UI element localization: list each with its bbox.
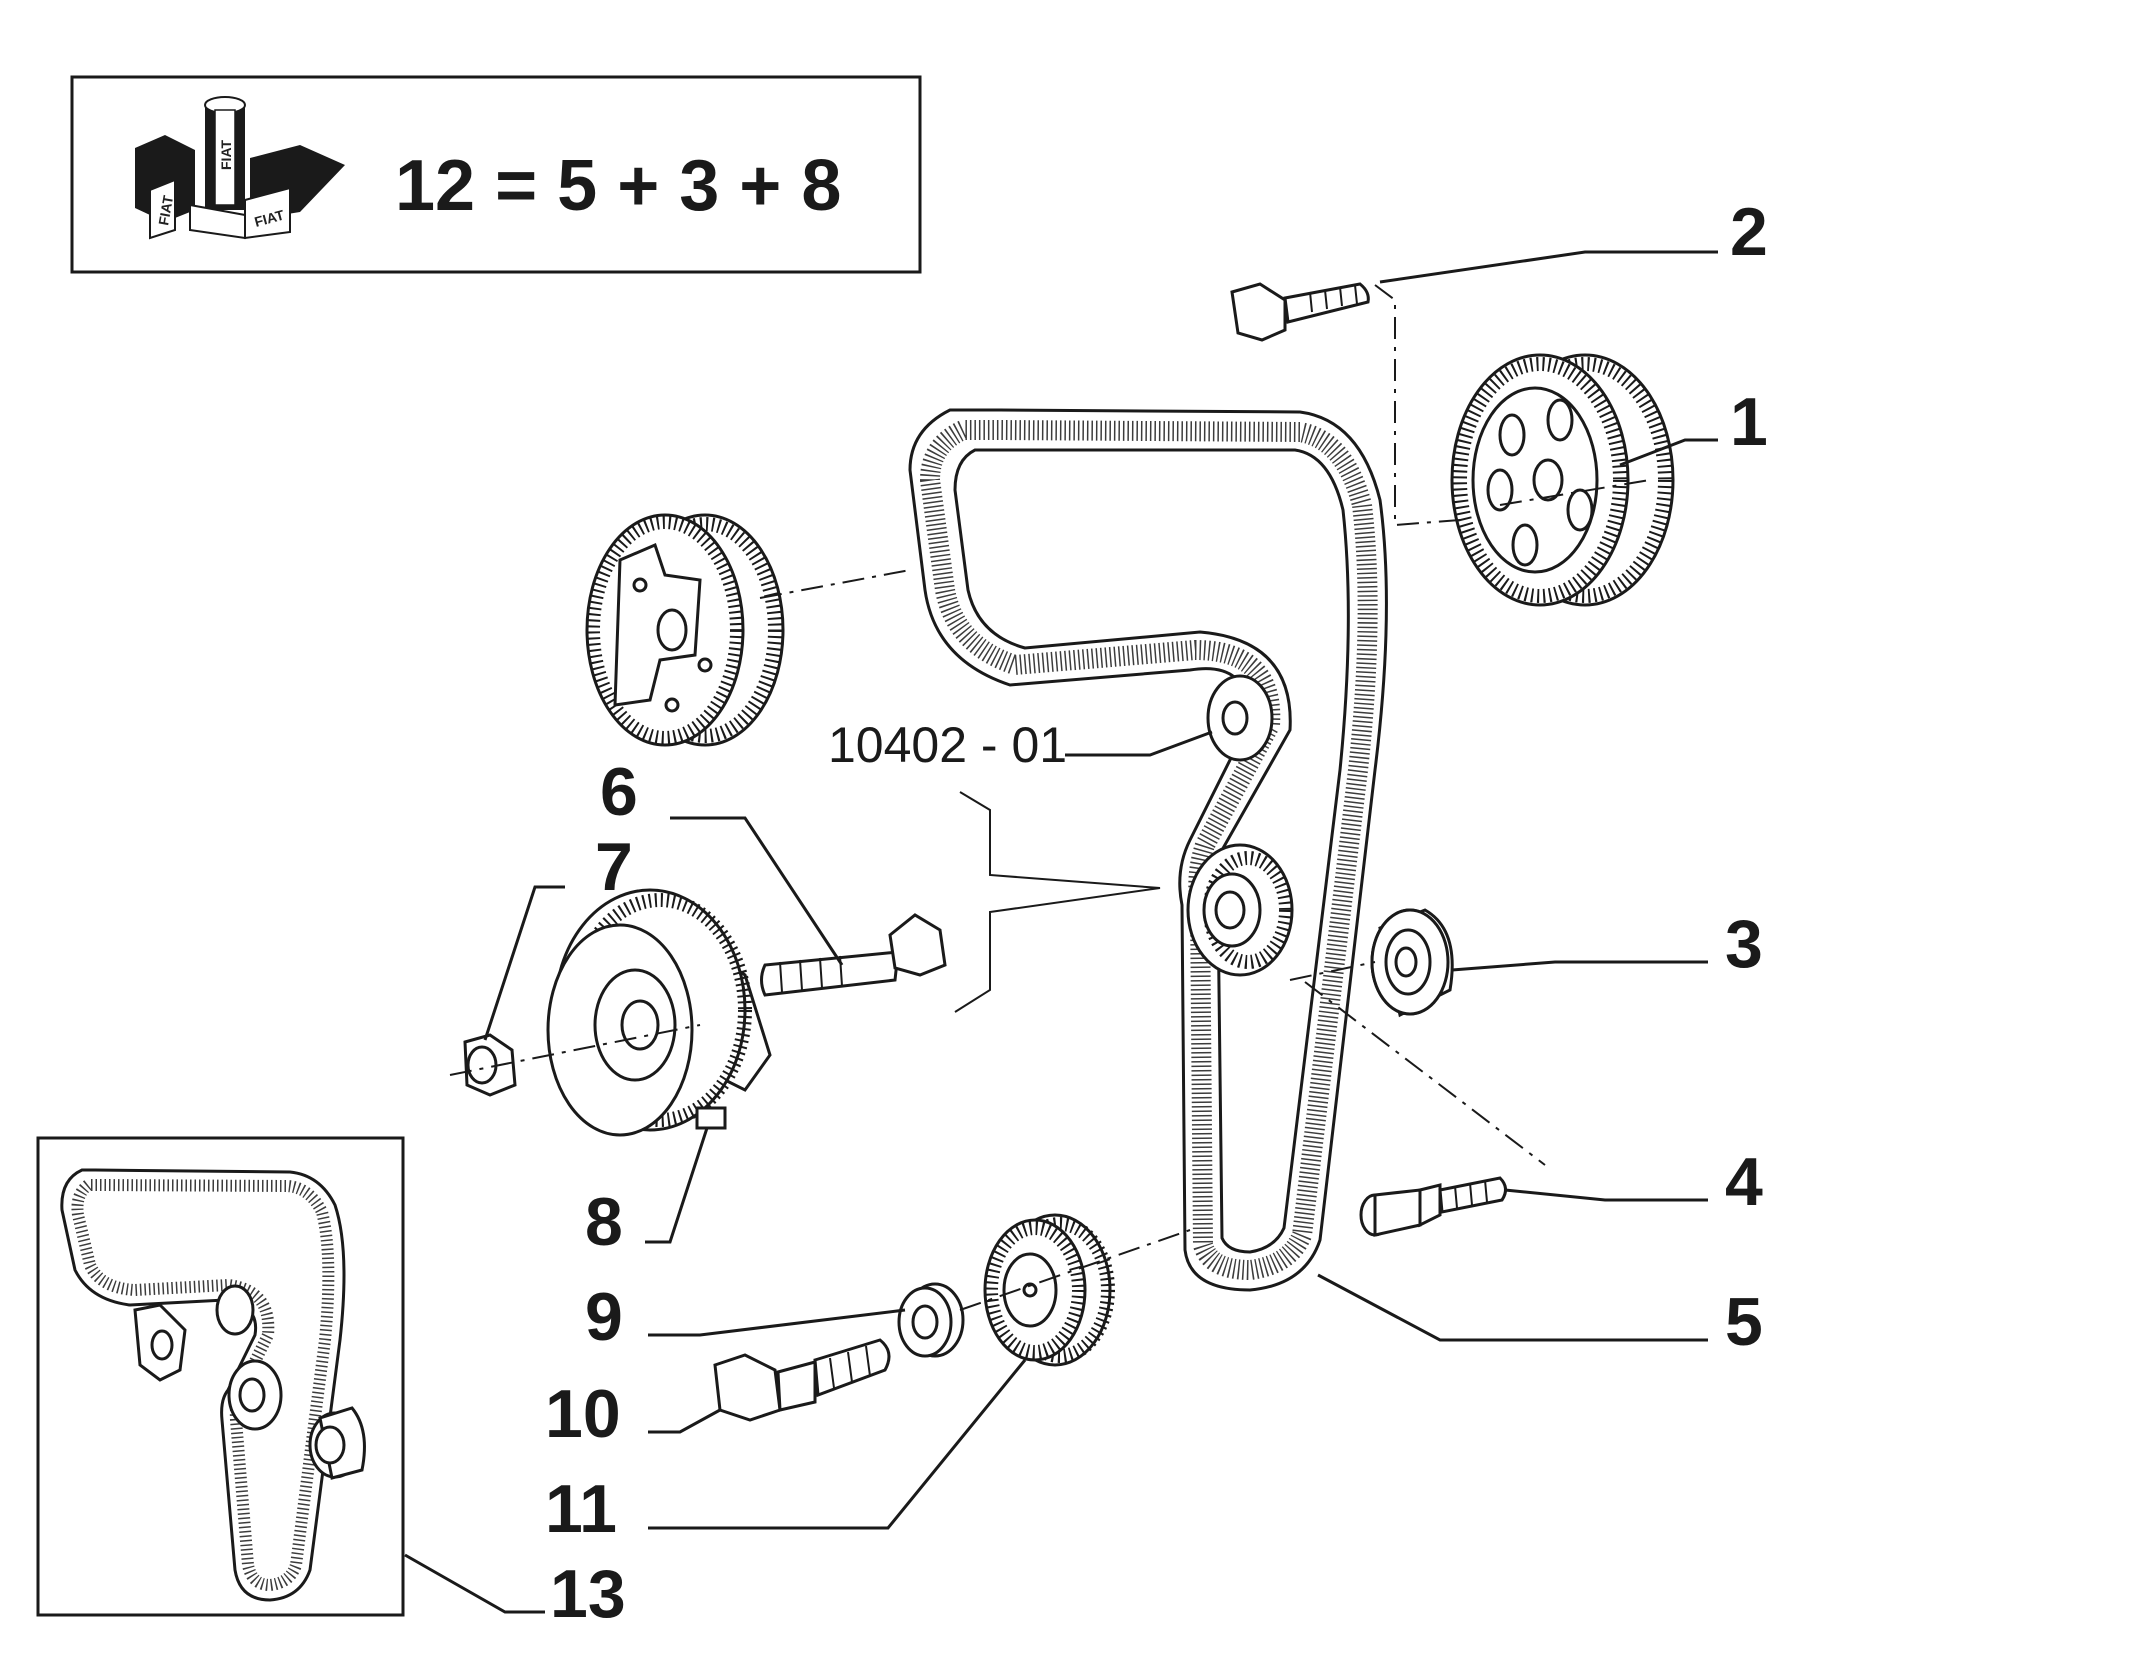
timing-belt (908, 408, 1388, 1292)
callout-9: 9 (585, 1279, 623, 1355)
callout-10: 10 (545, 1376, 621, 1452)
callout-4: 4 (1725, 1144, 1763, 1220)
bolt-6 (760, 913, 947, 997)
camshaft-pulley-left (585, 513, 785, 747)
nut-7 (463, 1033, 517, 1097)
kit-formula: 12 = 5 + 3 + 8 (395, 146, 841, 226)
callout-7: 7 (595, 829, 633, 905)
inset-assembly-13 (36, 1136, 405, 1617)
kit-box: FIAT FIAT FIAT 12 = 5 + 3 + 8 (70, 75, 922, 274)
belt-idler-pulley (1206, 674, 1274, 762)
callout-13: 13 (550, 1556, 626, 1632)
callout-5: 5 (1725, 1284, 1763, 1360)
callout-1: 1 (1730, 384, 1768, 460)
leader-lines (404, 250, 1718, 1614)
logo-text-left: FIAT (155, 194, 176, 227)
bolt-10 (713, 1338, 891, 1422)
fiat-kit-logo-icon (135, 96, 345, 240)
drawing-code-label: 10402 - 01 (828, 717, 1067, 773)
tensioner-pulley-8 (546, 888, 772, 1137)
bolt-2 (1230, 282, 1370, 342)
callout-2: 2 (1730, 194, 1768, 270)
washer-9 (897, 1282, 965, 1358)
belt-tensioner-pulley (1186, 843, 1294, 977)
callout-8: 8 (585, 1184, 623, 1260)
camshaft-pulley-1 (1450, 353, 1675, 607)
crankshaft-pulley-11 (983, 1213, 1115, 1367)
axis-lines (449, 284, 1651, 1311)
callout-11: 11 (545, 1471, 617, 1547)
callout-6: 6 (600, 754, 638, 830)
callout-3: 3 (1725, 906, 1763, 982)
logo-text-right: FIAT (253, 207, 287, 230)
logo-text-middle: FIAT (218, 139, 234, 170)
stud-bolt-4 (1359, 1176, 1507, 1237)
reference-bracket (954, 791, 1161, 1013)
idler-roller-3 (1370, 908, 1454, 1018)
